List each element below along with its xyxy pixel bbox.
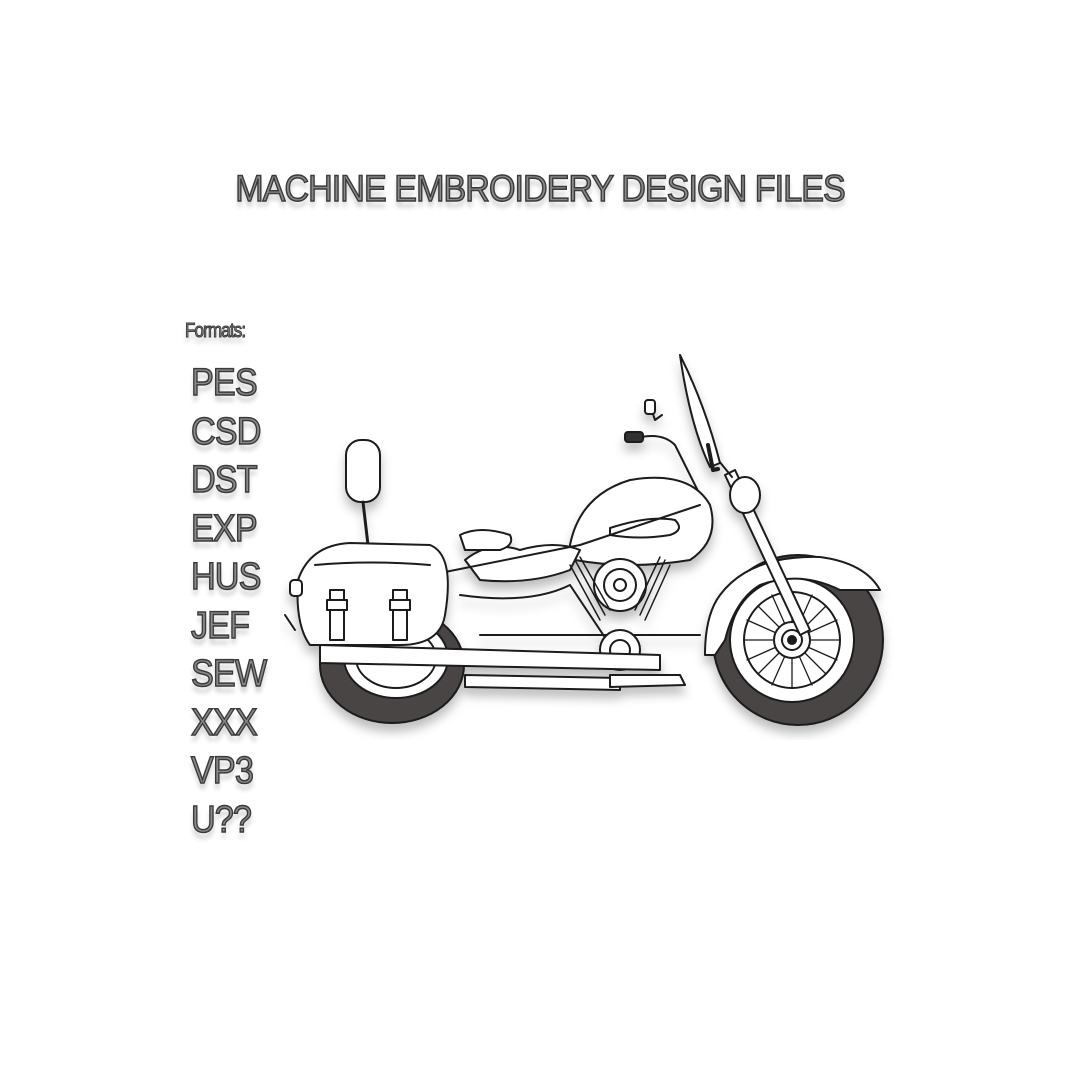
format-item-sew: SEW xyxy=(190,652,267,695)
format-item-csd: CSD xyxy=(190,410,262,453)
format-item-pes: PES xyxy=(190,361,258,404)
formats-label: Formats: xyxy=(185,320,247,343)
motorcycle-icon xyxy=(284,354,884,726)
page-title: MACHINE EMBROIDERY DESIGN FILES xyxy=(235,167,847,210)
format-item-exp: EXP xyxy=(190,507,258,550)
format-list: PES CSD DST EXP HUS JEF SEW XXX VP3 U?? xyxy=(190,359,275,844)
format-item-xxx: XXX xyxy=(190,701,258,744)
motorcycle-illustration xyxy=(280,345,900,740)
format-item-hus: HUS xyxy=(190,555,262,598)
format-item-u: U?? xyxy=(190,798,252,841)
format-item-jef: JEF xyxy=(190,604,250,647)
format-item-dst: DST xyxy=(190,458,258,501)
format-item-vp3: VP3 xyxy=(190,749,254,792)
